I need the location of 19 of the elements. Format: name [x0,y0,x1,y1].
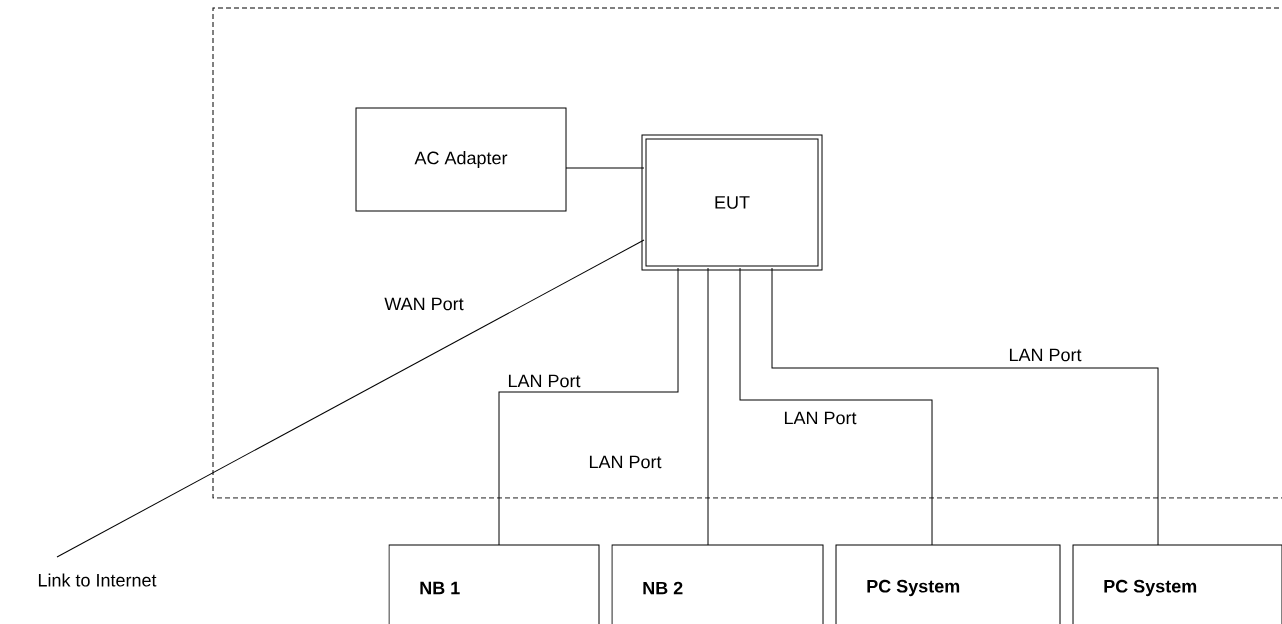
device-box: EUT [641,134,823,271]
computer-box: NB 1 [388,544,600,624]
edge-label: WAN Port [384,297,464,311]
connector-line [56,239,645,558]
edge-label: LAN Port [784,411,857,425]
test-area-boundary [212,7,1282,499]
adapter-box: AC Adapter [355,107,567,212]
text-label: Link to Internet [38,573,157,587]
computer-box: PC System [1072,544,1282,624]
computer-box: NB 2 [611,544,824,624]
connector-line [498,267,679,546]
edge-label: LAN Port [589,455,662,469]
connector-line [565,167,645,169]
connector-line [707,267,709,546]
edge-label: LAN Port [1009,348,1082,362]
connector-line [739,267,933,546]
connector-line [771,267,1159,546]
computer-box: PC System [835,544,1061,624]
edge-label: LAN Port [508,374,581,388]
